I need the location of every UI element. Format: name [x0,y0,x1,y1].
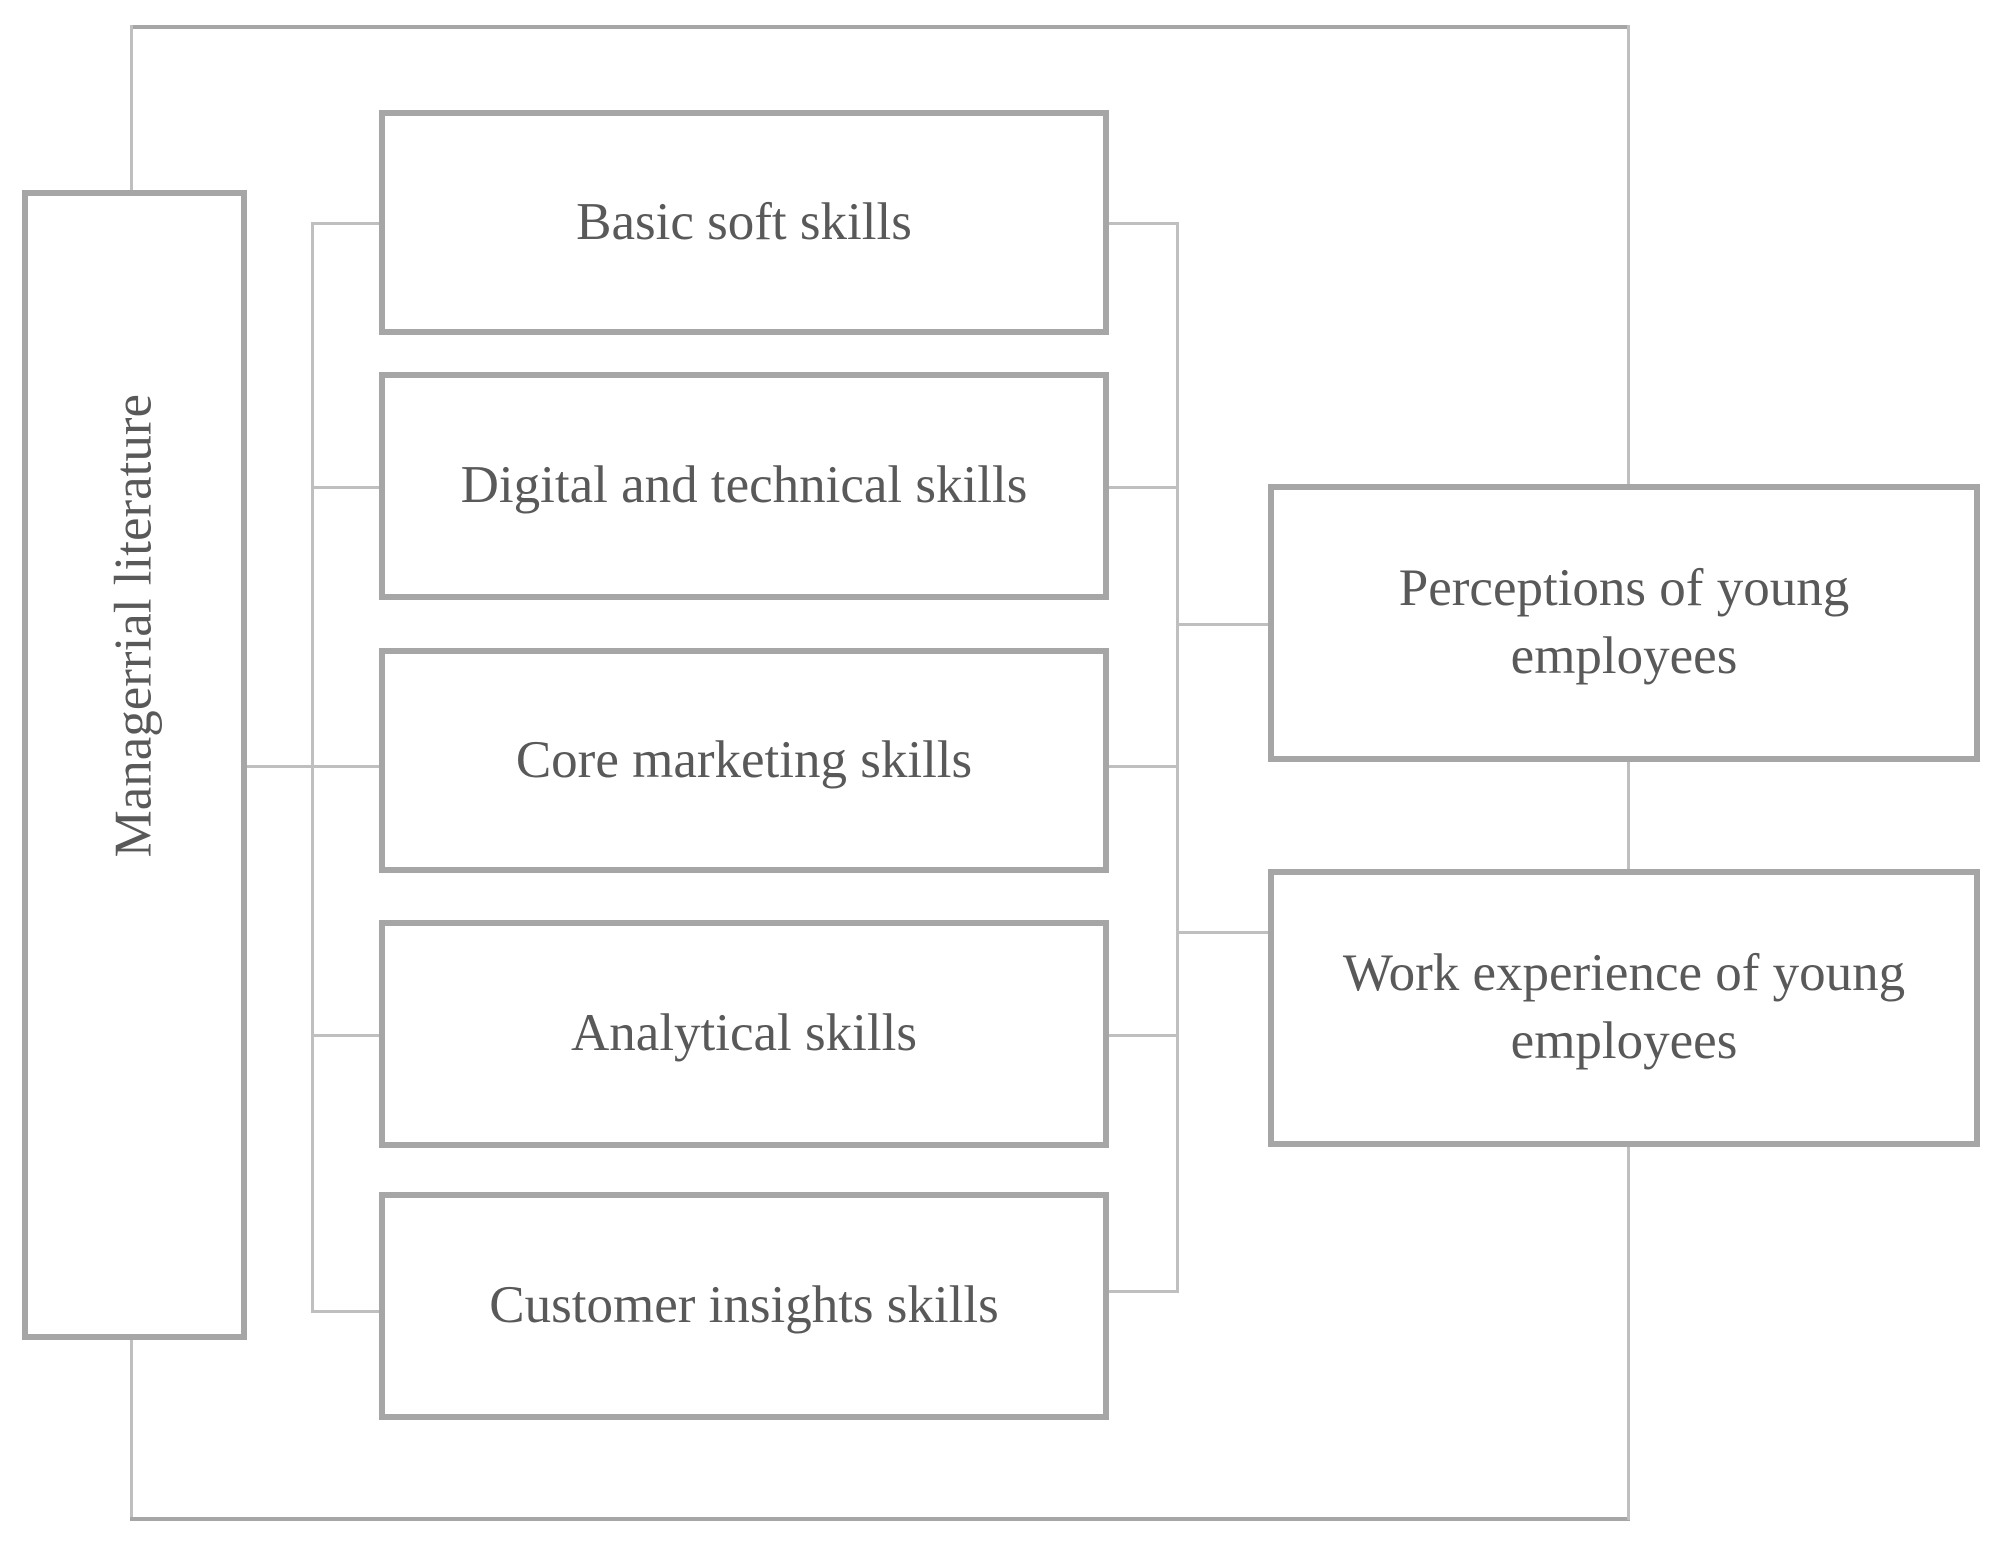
skill-4-to-trunk-connector [1106,1034,1178,1037]
node-managerial-literature-label: Managerrial literature [104,393,163,858]
node-perceptions-of-young-employees-label: Perceptions of young employees [1398,559,1850,685]
outcome-gap-connector-line [1627,756,1630,874]
trunk-to-skill-2-connector [311,486,381,489]
node-customer-insights-skills-label: Customer insights skills [489,1276,999,1335]
node-digital-and-technical-skills-label: Digital and technical skills [460,456,1028,515]
trunk-to-skill-5-connector [311,1310,381,1313]
trunk-to-skill-1-connector [311,222,381,225]
skill-3-to-trunk-connector [1106,765,1178,768]
source-to-trunk-connector [247,765,313,768]
outer-frame-top-line [130,25,1630,29]
node-customer-insights-skills[interactable]: Customer insights skills [379,1192,1109,1420]
trunk-to-skill-4-connector [311,1034,381,1037]
right-trunk-line [1176,222,1179,1293]
node-digital-and-technical-skills[interactable]: Digital and technical skills [379,372,1109,600]
trunk-to-skill-3-connector [311,765,381,768]
node-analytical-skills[interactable]: Analytical skills [379,920,1109,1148]
node-basic-soft-skills[interactable]: Basic soft skills [379,110,1109,335]
node-basic-soft-skills-label: Basic soft skills [576,192,912,251]
skill-1-to-trunk-connector [1106,222,1178,225]
node-analytical-skills-label: Analytical skills [571,1004,917,1063]
trunk-to-outcome-2-connector [1176,931,1271,934]
node-work-experience-of-young-employees-label: Work experience of young employees [1342,944,1906,1070]
outer-frame-bottom-line [130,1517,1630,1521]
outcome-1-top-stub-line [1627,25,1630,490]
trunk-to-outcome-1-connector [1176,623,1271,626]
node-managerial-literature[interactable]: Managerrial literature [22,190,247,1340]
node-core-marketing-skills-label: Core marketing skills [515,730,973,789]
skill-2-to-trunk-connector [1106,486,1178,489]
outcome-2-bottom-stub-line [1627,1142,1630,1520]
node-core-marketing-skills[interactable]: Core marketing skills [379,648,1109,873]
skill-5-to-trunk-connector [1106,1290,1178,1293]
node-work-experience-of-young-employees[interactable]: Work experience of young employees [1268,869,1980,1147]
node-perceptions-of-young-employees[interactable]: Perceptions of young employees [1268,484,1980,762]
